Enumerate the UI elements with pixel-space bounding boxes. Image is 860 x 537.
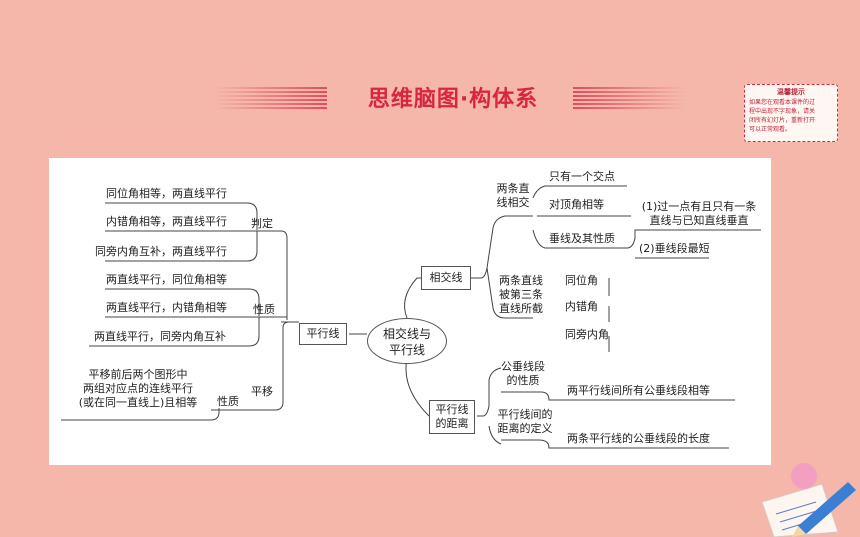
tip-box: 温馨提示 如果您在观看本课件的过 程中出现不字现象，请关 闭所有幻灯片，重新打开… bbox=[744, 84, 838, 142]
tip-body: 如果您在观看本课件的过 程中出现不字现象，请关 闭所有幻灯片，重新打开 可以正常… bbox=[749, 98, 833, 134]
two-lines-item: 对顶角相等 bbox=[549, 198, 604, 211]
two-lines-line: 两条直 bbox=[496, 182, 530, 195]
center-line: 相交线与 bbox=[382, 327, 431, 341]
mindmap-connectors bbox=[61, 185, 761, 449]
two-lines-item: 只有一个交点 bbox=[549, 170, 615, 183]
distance-def-line: 平行线间的 bbox=[497, 408, 553, 421]
center-node: 相交线与 平行线 bbox=[367, 318, 447, 364]
two-lines-line: 线相交 bbox=[496, 196, 530, 209]
paper-pencil-icon bbox=[761, 463, 856, 537]
third-line-label: 两条直线 被第三条 直线所截 bbox=[493, 274, 549, 316]
distance-line: 平行线 bbox=[435, 403, 469, 416]
translation-text: 平移前后两个图形中 两组对应点的连线平行 (或在同一直线上)且相等 bbox=[63, 368, 213, 410]
third-line-item: 内错角 bbox=[565, 300, 598, 313]
perp-text-1: (1)过一点有且只有一条 直线与已知直线垂直 bbox=[635, 200, 763, 228]
third-line-item: 同旁内角 bbox=[565, 328, 609, 341]
intersect-node: 相交线 bbox=[421, 266, 471, 290]
distance-def-line: 距离的定义 bbox=[497, 422, 553, 435]
common-perp-line: 的性质 bbox=[506, 374, 540, 387]
title-bar: 思维脑图·构体系 bbox=[215, 80, 685, 116]
perp-line: (1)过一点有且只有一条 bbox=[641, 200, 757, 213]
title-stripes-right bbox=[573, 87, 685, 109]
two-lines-label: 两条直 线相交 bbox=[495, 182, 531, 210]
distance-node: 平行线 的距离 bbox=[429, 400, 475, 434]
common-perp-label: 公垂线段 的性质 bbox=[495, 360, 551, 388]
translation-line: (或在同一直线上)且相等 bbox=[78, 396, 198, 409]
property-item: 两直线平行，内错角相等 bbox=[106, 301, 227, 314]
property-item: 两直线平行，同位角相等 bbox=[106, 273, 227, 286]
perp-line: 直线与已知直线垂直 bbox=[649, 214, 749, 227]
tip-line: 如果您在观看本课件的过 bbox=[749, 99, 816, 106]
tip-line: 闭所有幻灯片，重新打开 bbox=[749, 117, 816, 124]
parallel-lines-node: 平行线 bbox=[299, 323, 347, 345]
perp-text-2: (2)垂线段最短 bbox=[639, 242, 710, 255]
third-line-item: 同位角 bbox=[565, 274, 598, 287]
judge-item: 同旁内角互补，两直线平行 bbox=[95, 245, 227, 258]
tip-line: 可以正常观看。 bbox=[749, 126, 792, 133]
judge-item: 同位角相等，两直线平行 bbox=[106, 187, 227, 200]
tip-line: 程中出现不字现象，请关 bbox=[749, 108, 816, 115]
page-title: 思维脑图·构体系 bbox=[367, 87, 539, 112]
judge-item: 内错角相等，两直线平行 bbox=[106, 215, 227, 228]
third-line-line: 两条直线 bbox=[499, 274, 543, 287]
translation-line: 两组对应点的连线平行 bbox=[83, 382, 193, 395]
tip-title: 温馨提示 bbox=[777, 88, 805, 96]
distance-line: 的距离 bbox=[435, 417, 469, 430]
translation-line: 平移前后两个图形中 bbox=[88, 368, 188, 381]
mindmap-panel: 相交线与 平行线 平行线 判定 同位角相等，两直线平行 内错角相等，两直线平行 … bbox=[49, 158, 771, 465]
third-line-line: 被第三条 bbox=[499, 288, 543, 301]
judge-label: 判定 bbox=[251, 217, 273, 230]
center-line: 平行线 bbox=[388, 343, 425, 357]
common-perp-text: 两平行线间所有公垂线段相等 bbox=[567, 384, 710, 397]
common-perp-line: 公垂线段 bbox=[501, 360, 545, 373]
property-item: 两直线平行，同旁内角互补 bbox=[94, 330, 226, 343]
translation-property-label: 性质 bbox=[217, 395, 239, 408]
distance-def-text: 两条平行线的公垂线段的长度 bbox=[567, 432, 710, 445]
distance-def-label: 平行线间的 距离的定义 bbox=[493, 408, 557, 436]
translation-label: 平移 bbox=[251, 385, 273, 398]
third-line-line: 直线所截 bbox=[499, 302, 543, 315]
two-lines-item: 垂线及其性质 bbox=[549, 232, 615, 245]
title-stripes-left bbox=[215, 87, 327, 109]
property-label: 性质 bbox=[253, 303, 275, 316]
